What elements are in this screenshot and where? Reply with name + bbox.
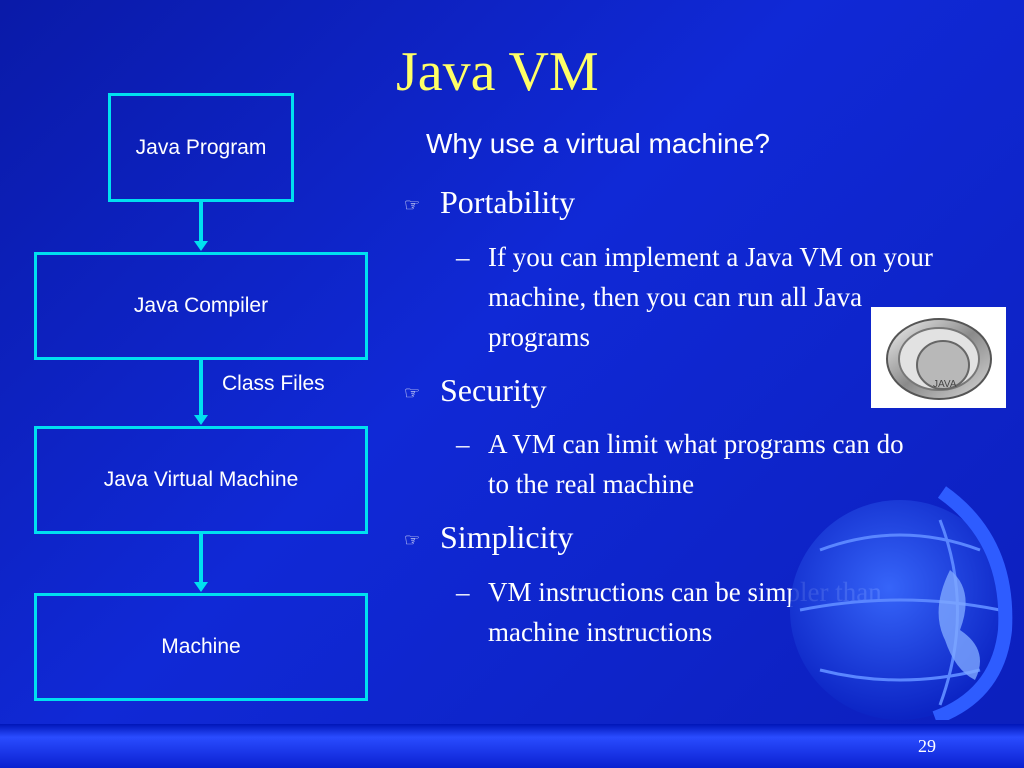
bullet-detail-security: – A VM can limit what programs can do to…: [456, 424, 956, 504]
flow-box-machine: Machine: [34, 593, 368, 701]
flow-arrow: [194, 360, 208, 425]
slide-footer: 29: [0, 724, 1024, 768]
java-ring-photo: JAVA: [871, 307, 1006, 408]
slide-subtitle: Why use a virtual machine?: [426, 128, 770, 159]
dash-marker: –: [456, 242, 470, 272]
pointing-hand-icon: ☞: [404, 530, 421, 551]
flow-arrow: [194, 534, 208, 592]
ring-engraving: JAVA: [933, 379, 957, 390]
bullet-security: ☞ Security: [404, 372, 547, 409]
flow-arrow: [194, 202, 208, 251]
bullet-detail-portability: – If you can implement a Java VM on your…: [456, 237, 956, 357]
pointing-hand-icon: ☞: [404, 195, 421, 216]
dash-marker: –: [456, 429, 470, 459]
bullet-heading: Portability: [440, 184, 576, 220]
flow-box-java-compiler: Java Compiler: [34, 252, 368, 360]
bullet-portability: ☞ Portability: [404, 184, 575, 221]
flow-box-java-virtual-machine: Java Virtual Machine: [34, 426, 368, 534]
flow-box-label: Machine: [161, 635, 241, 658]
bullet-detail-text: A VM can limit what programs can do to t…: [488, 429, 904, 499]
flow-box-label: Java Program: [135, 135, 267, 159]
flow-box-label: Java Virtual Machine: [103, 468, 299, 491]
globe-icon: [790, 486, 1013, 720]
bullet-heading: Security: [440, 372, 547, 408]
class-files-label: Class Files: [222, 372, 325, 395]
flow-box-java-program: Java Program: [108, 93, 294, 202]
page-number: 29: [918, 736, 936, 756]
slide-title: Java VM: [396, 41, 599, 103]
bullet-heading: Simplicity: [440, 519, 574, 555]
pointing-hand-icon: ☞: [404, 383, 421, 404]
bullet-detail-text: If you can implement a Java VM on your m…: [488, 242, 933, 352]
bullet-simplicity: ☞ Simplicity: [404, 519, 573, 556]
dash-marker: –: [456, 577, 470, 607]
flow-box-label: Java Compiler: [133, 294, 269, 317]
